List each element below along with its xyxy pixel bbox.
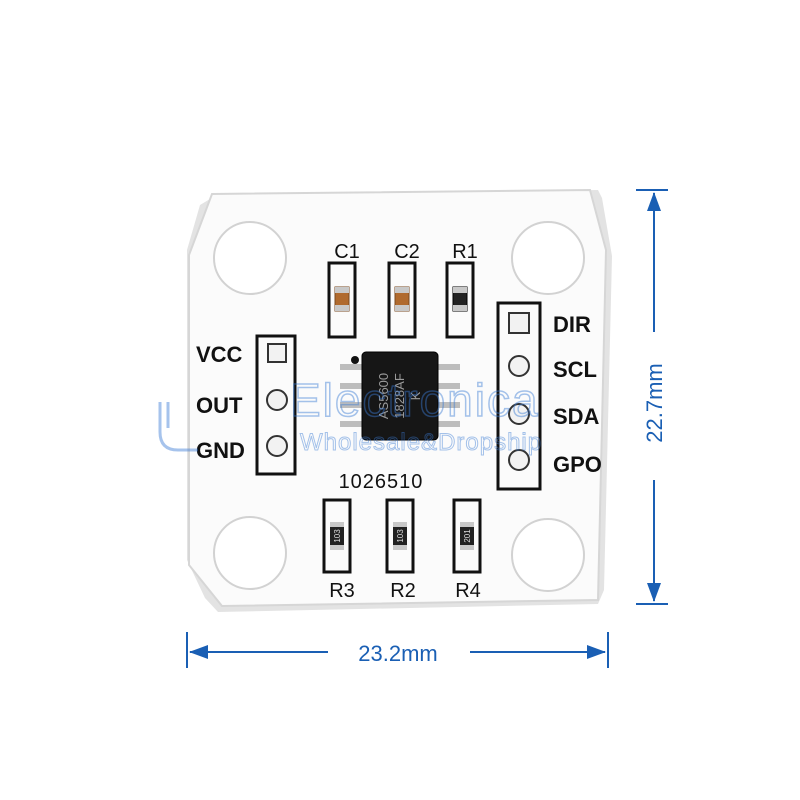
resistor-r1 — [445, 261, 475, 339]
label-r3: R3 — [329, 580, 355, 602]
height-label: 22.7mm — [642, 363, 667, 442]
height-dimension: 22.7mm — [636, 189, 668, 605]
pad-vcc — [267, 343, 287, 363]
watermark-title: Electronica — [290, 374, 540, 426]
label-c1: C1 — [334, 241, 360, 263]
label-r4: R4 — [455, 580, 481, 602]
resistor-code-r2: 103 — [396, 529, 405, 543]
capacitor-c1 — [327, 261, 357, 339]
pad-gpo — [508, 449, 530, 471]
arrow-down-icon — [647, 583, 661, 602]
arrow-left-icon — [189, 645, 208, 659]
pin-label-gpo: GPO — [553, 452, 602, 477]
pin-label-sda: SDA — [553, 404, 600, 429]
watermark: Electronica Wholesale&Dropship — [158, 373, 542, 457]
chip-marking-line2: 1828AF — [392, 373, 407, 419]
right-header-outline — [496, 301, 542, 491]
mounting-hole-top-left — [213, 221, 287, 295]
capacitor-c2 — [387, 261, 417, 339]
watermark-logo-icon — [158, 402, 198, 452]
pin-label-out: OUT — [196, 393, 243, 418]
pin-label-dir: DIR — [553, 312, 591, 337]
label-c2: C2 — [394, 241, 420, 263]
arrow-right-icon — [587, 645, 606, 659]
pin-label-scl: SCL — [553, 357, 597, 382]
as5600-chip: AS5600 1828AF K — [340, 351, 460, 441]
label-r2: R2 — [390, 580, 416, 602]
resistor-code-r4: 201 — [463, 529, 472, 543]
label-r1: R1 — [452, 241, 478, 263]
board-serial: 1026510 — [339, 471, 424, 493]
resistor-r3: 103 — [322, 498, 352, 574]
resistor-code-r3: 103 — [333, 529, 342, 543]
watermark-subtitle: Wholesale&Dropship — [300, 429, 542, 456]
pad-sda — [508, 403, 530, 425]
pad-dir — [508, 312, 530, 334]
chip-marking-line3: K — [408, 391, 423, 400]
left-header-outline — [255, 334, 297, 476]
pad-scl — [508, 355, 530, 377]
width-label: 23.2mm — [358, 641, 437, 666]
pad-gnd — [266, 435, 288, 457]
mounting-hole-top-right — [511, 221, 585, 295]
arrow-up-icon — [647, 192, 661, 211]
chip-marking-line1: AS5600 — [376, 373, 391, 419]
mounting-hole-bottom-left — [213, 516, 287, 590]
pin-label-vcc: VCC — [196, 342, 243, 367]
resistor-r4: 201 — [452, 498, 482, 574]
width-dimension: 23.2mm — [186, 632, 609, 668]
pad-out — [266, 389, 288, 411]
resistor-r2: 103 — [385, 498, 415, 574]
mounting-hole-bottom-right — [511, 518, 585, 592]
pin-label-gnd: GND — [196, 438, 245, 463]
